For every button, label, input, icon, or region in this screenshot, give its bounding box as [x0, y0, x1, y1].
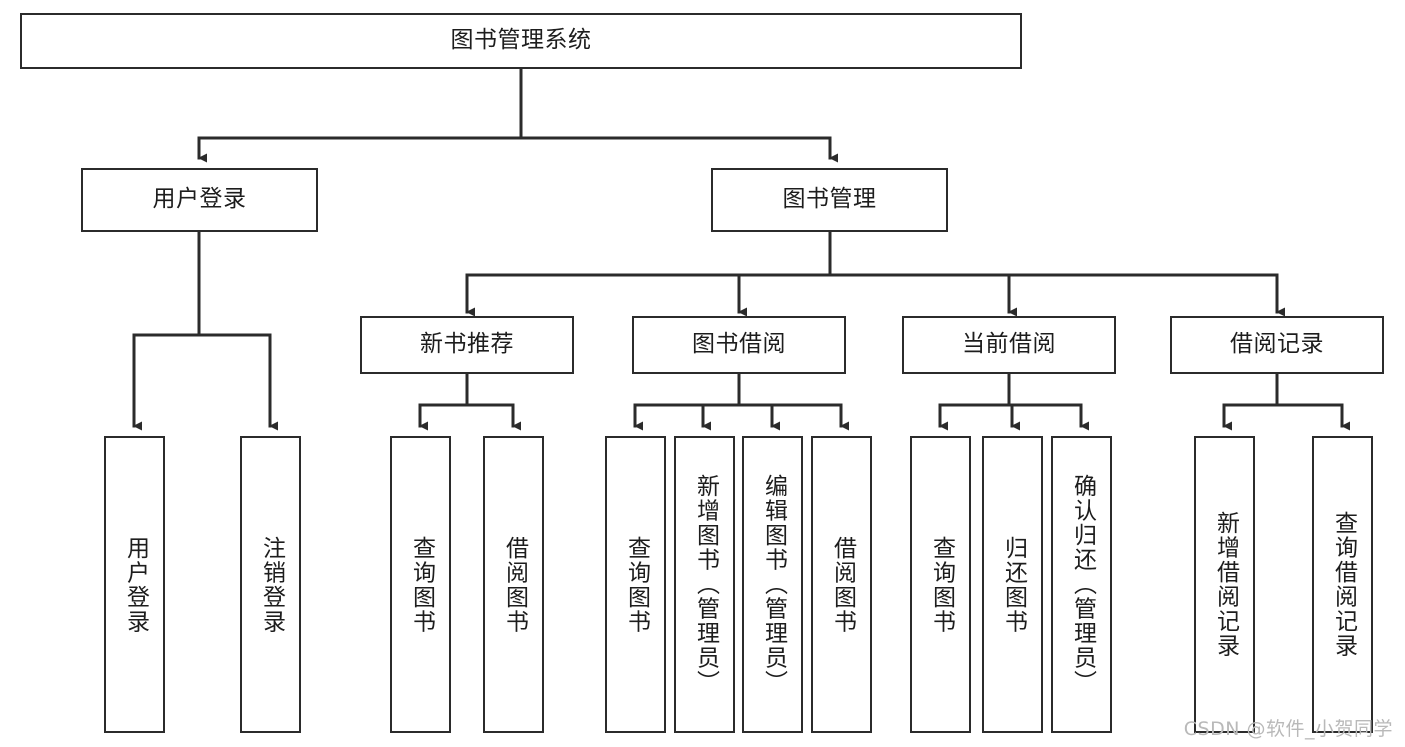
- node-leaf-query-record[interactable]: 查询借阅记录: [1312, 436, 1373, 733]
- node-leaf-user-login[interactable]: 用户登录: [104, 436, 165, 733]
- node-leaf-borrow-book-1[interactable]: 借阅图书: [483, 436, 544, 733]
- node-leaf-edit-book[interactable]: 编辑图书（管理员）: [742, 436, 803, 733]
- node-borrow-record[interactable]: 借阅记录: [1170, 316, 1384, 374]
- node-user-login[interactable]: 用户登录: [81, 168, 318, 232]
- node-leaf-user-logout[interactable]: 注销登录: [240, 436, 301, 733]
- node-book-borrow[interactable]: 图书借阅: [632, 316, 846, 374]
- node-leaf-confirm-return[interactable]: 确认归还（管理员）: [1051, 436, 1112, 733]
- node-leaf-add-record[interactable]: 新增借阅记录: [1194, 436, 1255, 733]
- node-book-management[interactable]: 图书管理: [711, 168, 948, 232]
- node-leaf-query-book-1[interactable]: 查询图书: [390, 436, 451, 733]
- node-current-borrow[interactable]: 当前借阅: [902, 316, 1116, 374]
- node-leaf-borrow-book-2[interactable]: 借阅图书: [811, 436, 872, 733]
- node-root[interactable]: 图书管理系统: [20, 13, 1022, 69]
- node-leaf-add-book[interactable]: 新增图书（管理员）: [674, 436, 735, 733]
- node-new-book-recommend[interactable]: 新书推荐: [360, 316, 574, 374]
- node-leaf-query-book-2[interactable]: 查询图书: [605, 436, 666, 733]
- node-leaf-query-book-3[interactable]: 查询图书: [910, 436, 971, 733]
- node-leaf-return-book[interactable]: 归还图书: [982, 436, 1043, 733]
